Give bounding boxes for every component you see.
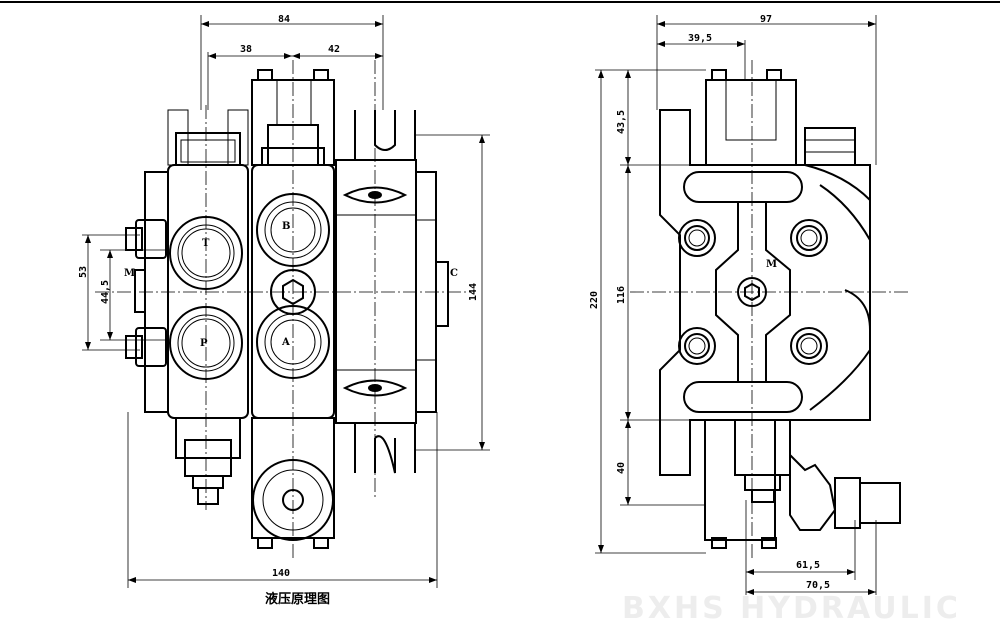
side-port-label-m: M [766,259,777,270]
side-bottom-fitting [859,482,901,524]
side-dim-bottom-height: 40 [616,462,627,474]
dim-bottom-width: 140 [272,568,290,579]
port-label-c: C [450,268,458,279]
relief-cap [175,132,241,166]
side-top-cap [705,79,797,166]
outlet-section-body [335,159,417,424]
dim-right-height: 144 [468,283,479,301]
port-label-b: B [282,221,290,232]
watermark: BXHS HYDRAULIC [622,591,961,626]
side-view: 97 39,5 220 43,5 116 40 61,5 70,5 M [589,14,910,595]
port-label-m: M [124,268,135,279]
dim-right-offset: 42 [328,44,340,55]
drawing-caption: 液压原理图 [265,591,330,607]
dim-width-top: 84 [278,14,290,25]
side-dim-total-height: 220 [589,291,600,309]
port-label-t: T [202,238,210,249]
side-dim-bottom-width-1: 61,5 [796,560,820,571]
front-view: 84 38 42 53 44,5 144 140 T P B A M C [78,14,490,588]
side-dim-offset-top: 39,5 [688,33,712,44]
side-dim-bottom-width-2: 70,5 [806,580,830,591]
side-dim-width-top: 97 [760,14,772,25]
dim-left-height: 53 [78,266,89,278]
port-label-p: P [200,338,208,349]
dim-inner-height: 44,5 [100,280,111,304]
dim-left-offset: 38 [240,44,252,55]
port-label-a: A [281,337,290,348]
inlet-section-body [167,164,249,419]
side-center-plate [715,201,791,383]
side-dim-height-top: 43,5 [616,110,627,134]
side-dim-center-height: 116 [616,286,627,304]
